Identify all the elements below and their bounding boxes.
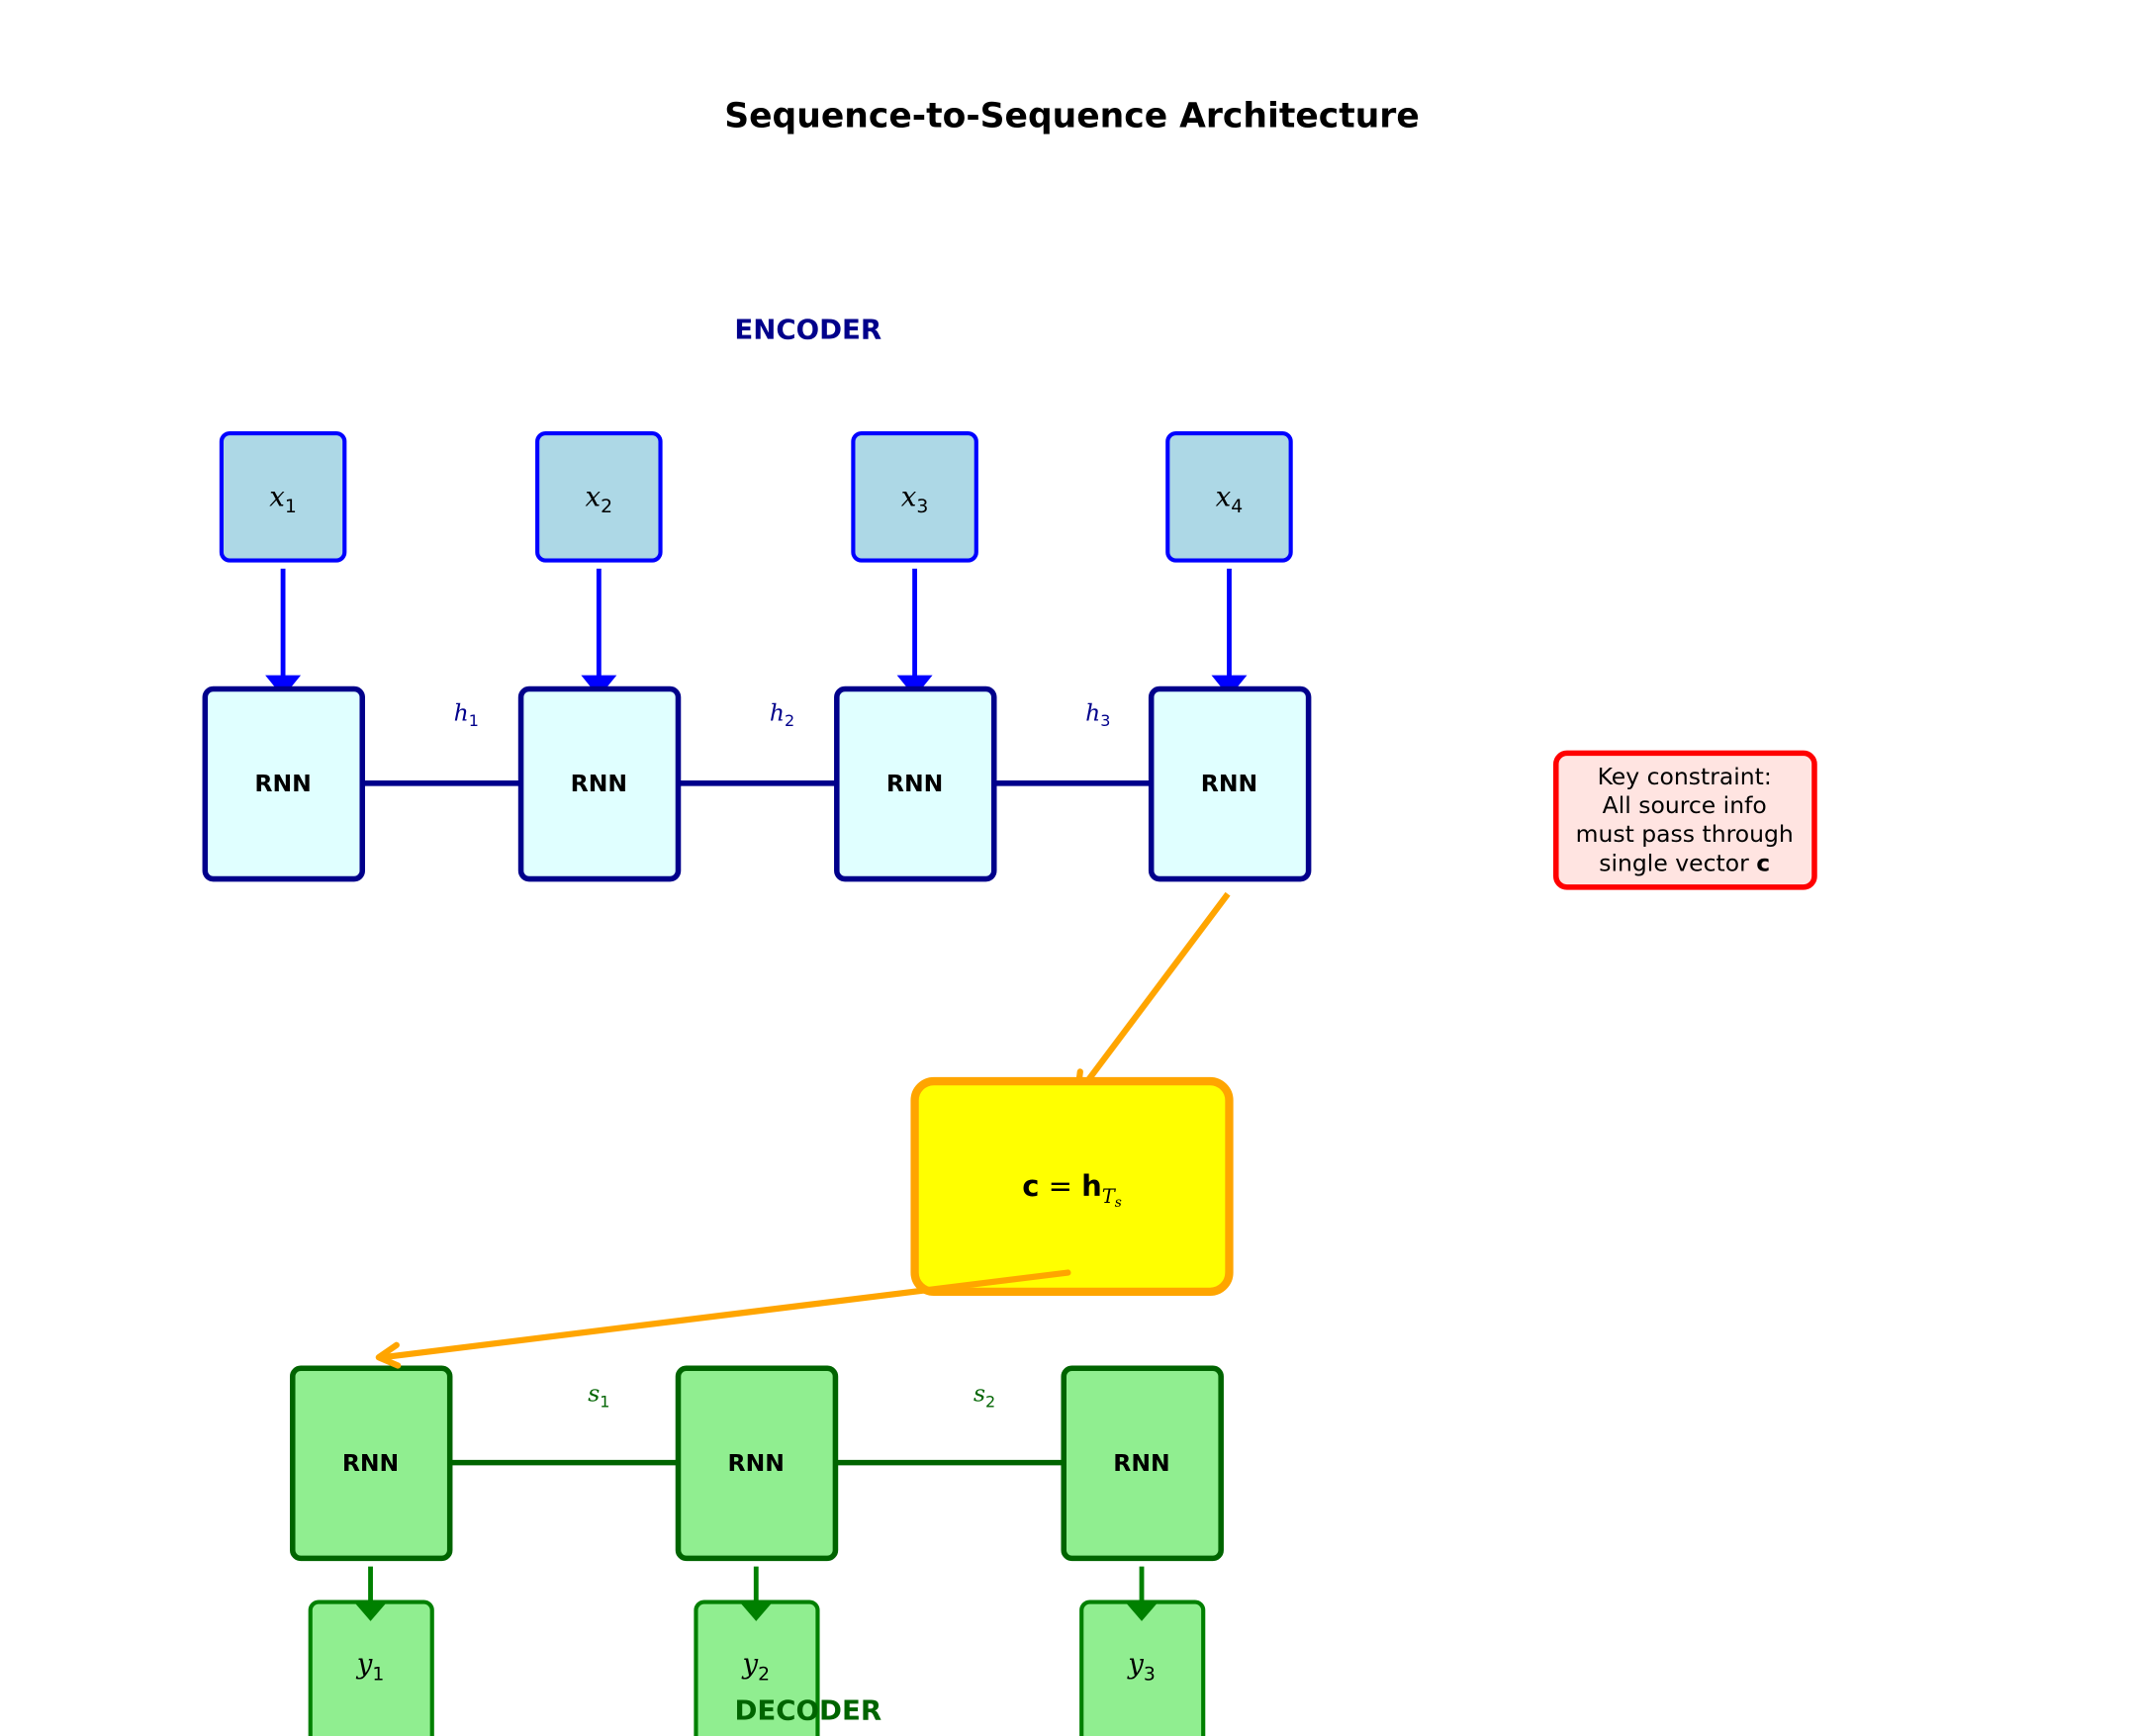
context-to-decoder-arrow bbox=[379, 1269, 1071, 1361]
rnn-label: RNN bbox=[1113, 1449, 1169, 1477]
note-line: Key constraint: bbox=[1598, 763, 1772, 790]
output-token-label: y2 bbox=[740, 1647, 770, 1685]
diagram-title: Sequence-to-Sequence Architecture bbox=[724, 97, 1420, 137]
decoder-rnn-cell bbox=[1061, 1365, 1224, 1562]
key-constraint-note bbox=[1553, 750, 1817, 890]
input-token-label: x2 bbox=[586, 480, 613, 517]
rnn-label: RNN bbox=[1201, 770, 1257, 797]
encoder-rnn-cell bbox=[517, 685, 682, 882]
encoder-rnn-cell bbox=[202, 685, 366, 882]
arrowhead bbox=[1125, 1601, 1159, 1621]
input-token-label: x4 bbox=[1216, 480, 1244, 517]
input-token-label: x3 bbox=[901, 480, 929, 517]
encoder-rnn-cell bbox=[1148, 685, 1312, 882]
note-line: must pass through bbox=[1576, 820, 1794, 848]
arrowhead bbox=[353, 1601, 388, 1621]
decoder-state-label: s2 bbox=[974, 1379, 995, 1411]
note-line: single vector c bbox=[1599, 849, 1770, 876]
rnn-label: RNN bbox=[728, 1449, 785, 1477]
encoder-to-context-arrow bbox=[1077, 891, 1231, 1093]
context-vector-formula: c = hTs bbox=[1022, 1169, 1122, 1211]
hidden-state-label: h2 bbox=[770, 698, 794, 730]
rnn-label: RNN bbox=[254, 770, 311, 797]
input-token-box bbox=[535, 430, 663, 563]
input-token-box bbox=[851, 430, 978, 563]
input-token-box bbox=[219, 430, 347, 563]
rnn-label: RNN bbox=[571, 770, 627, 797]
input-token-box bbox=[1165, 430, 1293, 563]
note-line: All source info bbox=[1603, 791, 1767, 819]
decoder-rnn-cell bbox=[675, 1365, 839, 1562]
arrowhead bbox=[375, 1341, 402, 1369]
encoder-rnn-cell bbox=[834, 685, 997, 882]
rnn-label: RNN bbox=[886, 770, 943, 797]
rnn-label: RNN bbox=[342, 1449, 399, 1477]
hidden-state-label: h3 bbox=[1085, 698, 1110, 730]
hidden-state-label: h1 bbox=[454, 698, 479, 730]
decoder-rnn-cell bbox=[289, 1365, 453, 1562]
arrowhead bbox=[739, 1601, 773, 1621]
input-token-label: x1 bbox=[269, 480, 297, 517]
encoder-label: ENCODER bbox=[734, 314, 881, 346]
decoder-state-label: s1 bbox=[588, 1379, 609, 1411]
decoder-label: DECODER bbox=[734, 1693, 881, 1726]
output-token-label: y1 bbox=[355, 1647, 385, 1685]
context-vector-box bbox=[910, 1076, 1234, 1297]
output-token-label: y3 bbox=[1126, 1647, 1156, 1685]
